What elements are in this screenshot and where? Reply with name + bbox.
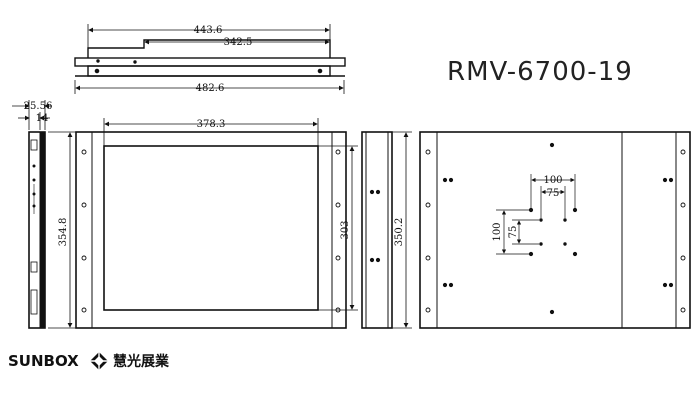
top-overall-width-label: 443.6 (194, 25, 223, 36)
profile-view (361, 131, 412, 329)
model-name: RMV-6700-19 (447, 57, 633, 87)
top-body-width-label: 342.5 (224, 37, 253, 48)
rear-vesa-outer-label: 100 (543, 175, 562, 186)
front-screen-height-label: 303 (340, 220, 351, 239)
front-screen-width-label: 378.3 (197, 119, 226, 130)
side-view (12, 100, 76, 329)
side-height-label: 354.8 (58, 218, 69, 247)
rear-vesa-inner-v-label: 75 (508, 226, 519, 239)
front-view (75, 118, 358, 329)
side-offset-b-label: 14 (36, 113, 49, 124)
rear-vesa-outer-v-label: 100 (492, 222, 503, 241)
brand-name: SUNBOX (8, 352, 79, 370)
top-ear-width-label: 482.6 (196, 83, 225, 94)
top-view (74, 24, 346, 94)
rear-vesa-inner-label: 75 (547, 188, 560, 199)
diamond-logo-icon (90, 352, 108, 370)
side-offset-a-label: 25.56 (24, 101, 53, 112)
profile-height-label: 350.2 (394, 218, 405, 247)
rear-view (419, 131, 691, 329)
brand-name-zh: 慧光展業 (113, 353, 170, 370)
